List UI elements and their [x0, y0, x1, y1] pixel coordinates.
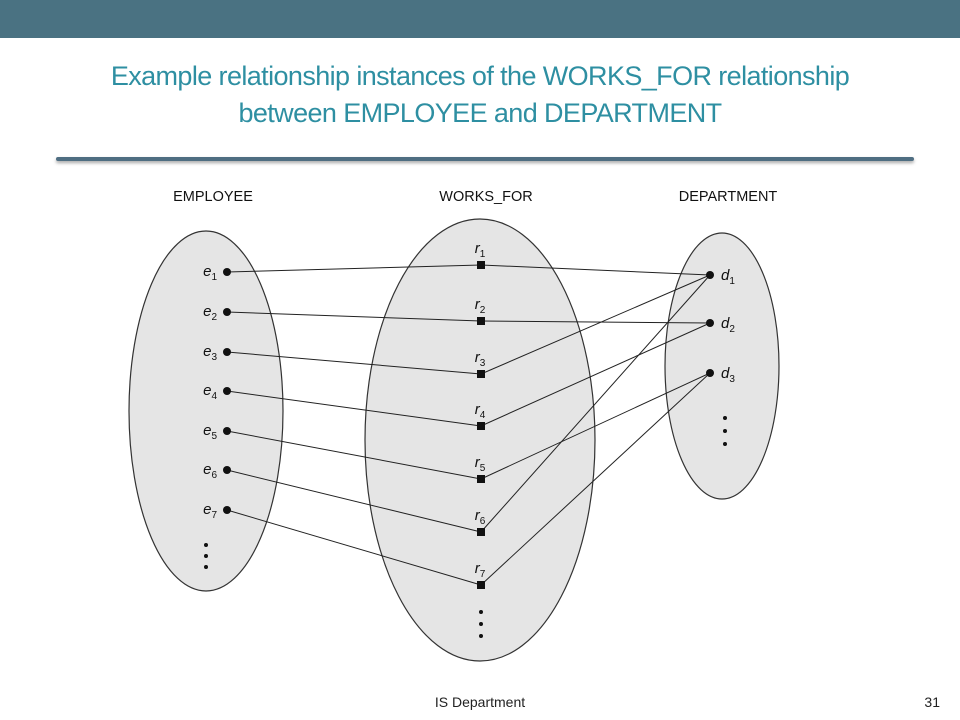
relationship-node-r3: [477, 370, 485, 378]
footer-label: IS Department: [434, 694, 526, 710]
link-e6-r6: [226, 469, 482, 533]
works-for-more-indicator: [479, 610, 483, 638]
link-r6-d1: [480, 274, 711, 533]
employee-label-e3: e3: [203, 343, 217, 363]
department-set-label: DEPARTMENT: [679, 189, 778, 205]
employee-node-e6: [223, 466, 231, 474]
department-more-indicator: [723, 416, 727, 446]
employee-set-ellipse: [128, 230, 284, 592]
department-node-d3: [706, 369, 714, 377]
relationship-node-r6: [477, 528, 485, 536]
link-e7-r7: [226, 509, 482, 586]
link-e2-r2: [226, 311, 482, 322]
relationship-label-r5: r5: [475, 454, 486, 474]
slide-title: Example relationship instances of the WO…: [20, 58, 940, 132]
relationship-label-r7: r7: [475, 560, 486, 580]
employee-node-e5: [223, 427, 231, 435]
link-r2-d2: [480, 320, 711, 324]
link-e4-r4: [226, 390, 482, 427]
employee-label-e5: e5: [203, 422, 217, 442]
works-for-set-ellipse: [364, 218, 596, 662]
relationship-label-r3: r3: [475, 349, 486, 369]
link-r7-d3: [480, 372, 711, 586]
link-r3-d1: [480, 274, 711, 375]
slide-title-line-2: between EMPLOYEE and DEPARTMENT: [238, 98, 722, 128]
employee-node-e7: [223, 506, 231, 514]
relationship-label-r6: r6: [475, 507, 486, 527]
employee-more-indicator: [204, 543, 208, 569]
employee-label-e1: e1: [203, 263, 217, 283]
employee-node-e2: [223, 308, 231, 316]
slide-title-line-1: Example relationship instances of the WO…: [110, 61, 850, 91]
employee-label-e7: e7: [203, 501, 217, 521]
relationship-node-r4: [477, 422, 485, 430]
relationship-node-r7: [477, 581, 485, 589]
header-bar: [0, 0, 960, 38]
link-e5-r5: [226, 430, 482, 480]
relationship-label-r4: r4: [475, 401, 486, 421]
link-e3-r3: [226, 351, 482, 375]
department-label-d1: d1: [721, 267, 735, 287]
link-e1-r1: [226, 264, 482, 273]
relationship-node-r2: [477, 317, 485, 325]
employee-label-e2: e2: [203, 303, 217, 323]
relationship-label-r2: r2: [475, 296, 486, 316]
employee-label-e4: e4: [203, 382, 217, 402]
department-label-d3: d3: [721, 365, 735, 385]
department-node-d2: [706, 319, 714, 327]
relationship-label-r1: r1: [475, 240, 486, 260]
page-number: 31: [924, 694, 940, 710]
employee-node-e1: [223, 268, 231, 276]
department-node-d1: [706, 271, 714, 279]
employee-node-e4: [223, 387, 231, 395]
employee-set-label: EMPLOYEE: [173, 189, 253, 205]
relationship-node-r1: [477, 261, 485, 269]
title-divider: [56, 157, 914, 161]
relationship-node-r5: [477, 475, 485, 483]
link-r5-d3: [480, 372, 711, 480]
employee-node-e3: [223, 348, 231, 356]
department-label-d2: d2: [721, 315, 735, 335]
link-r1-d1: [480, 264, 711, 276]
works-for-set-label: WORKS_FOR: [439, 189, 532, 205]
link-r4-d2: [480, 322, 711, 427]
employee-label-e6: e6: [203, 461, 217, 481]
department-set-ellipse: [664, 232, 780, 500]
